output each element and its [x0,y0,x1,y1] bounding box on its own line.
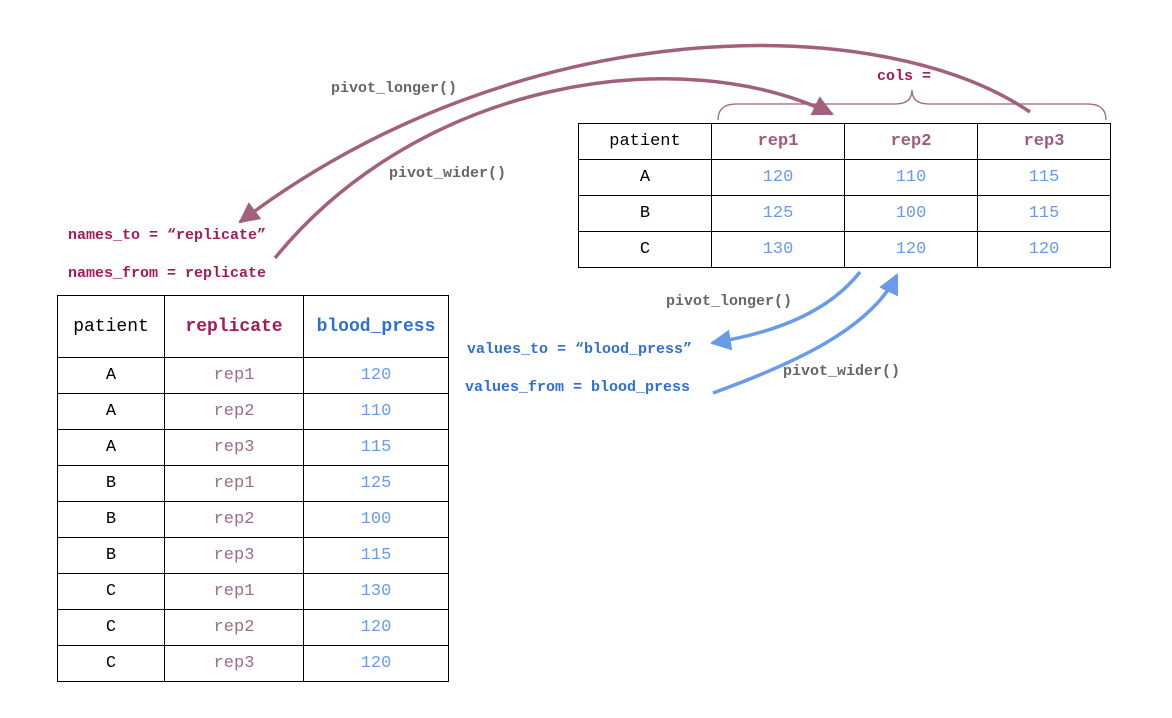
cell-patient: B [57,465,165,502]
cell-value: 115 [303,537,449,574]
pivot-longer-bottom-label: pivot_longer() [666,293,793,310]
pivot-longer-top-label: pivot_longer() [331,80,458,97]
cell-patient: A [57,429,165,466]
pivot-wider-top-label: pivot_wider() [389,165,507,182]
table-row: B rep2 100 [57,501,449,538]
values-to-label: values_to = “blood_press” [467,341,693,358]
table-row: C rep1 130 [57,573,449,610]
cell-value: 120 [844,231,978,268]
long-table: patient replicate blood_press A rep1 120… [57,295,449,682]
wide-header-rep3: rep3 [977,123,1111,160]
cols-brace [717,89,1107,121]
cell-patient: C [57,645,165,682]
cell-value: 120 [303,645,449,682]
cell-patient: B [57,537,165,574]
table-row: B 125 100 115 [578,195,1111,232]
cols-label: cols = [877,68,932,85]
cell-value: 100 [844,195,978,232]
table-row: C rep3 120 [57,645,449,682]
wide-header-rep1: rep1 [711,123,845,160]
table-row: A rep2 110 [57,393,449,430]
table-row: A 120 110 115 [578,159,1111,196]
cell-replicate: rep3 [164,645,304,682]
long-header-patient: patient [57,295,165,358]
cell-value: 115 [303,429,449,466]
pivot-longer-values-arrow [709,270,862,351]
cell-patient: A [57,357,165,394]
cell-value: 115 [977,195,1111,232]
pivot-longer-names-arrow [238,43,1031,224]
cell-replicate: rep1 [164,465,304,502]
cell-replicate: rep2 [164,609,304,646]
cell-patient: C [57,609,165,646]
cell-patient: B [578,195,712,232]
cell-replicate: rep3 [164,537,304,574]
cell-value: 110 [303,393,449,430]
pivot-wider-values-arrow [712,273,899,395]
names-to-label: names_to = “replicate” [68,227,267,244]
cell-value: 120 [303,357,449,394]
long-header-blood-press: blood_press [303,295,449,358]
cell-patient: C [578,231,712,268]
long-header-replicate: replicate [164,295,304,358]
cell-value: 120 [711,159,845,196]
cell-patient: C [57,573,165,610]
cell-value: 115 [977,159,1111,196]
cell-replicate: rep1 [164,573,304,610]
wide-header-rep2: rep2 [844,123,978,160]
cell-replicate: rep2 [164,393,304,430]
wide-table: patient rep1 rep2 rep3 A 120 110 115 B 1… [578,123,1111,268]
table-row: B rep3 115 [57,537,449,574]
table-row: C 130 120 120 [578,231,1111,268]
cell-patient: B [57,501,165,538]
wide-header-patient: patient [578,123,712,160]
cell-value: 110 [844,159,978,196]
values-from-label: values_from = blood_press [465,379,691,396]
wide-table-header-row: patient rep1 rep2 rep3 [578,123,1111,160]
pivot-wider-names-arrow [273,77,834,260]
cell-value: 130 [711,231,845,268]
table-row: C rep2 120 [57,609,449,646]
cell-value: 125 [711,195,845,232]
table-row: A rep1 120 [57,357,449,394]
cell-replicate: rep3 [164,429,304,466]
names-from-label: names_from = replicate [68,265,267,282]
table-row: B rep1 125 [57,465,449,502]
cell-value: 125 [303,465,449,502]
cell-patient: A [578,159,712,196]
table-row: A rep3 115 [57,429,449,466]
cell-patient: A [57,393,165,430]
cell-value: 120 [303,609,449,646]
cell-replicate: rep2 [164,501,304,538]
cell-value: 120 [977,231,1111,268]
cell-replicate: rep1 [164,357,304,394]
long-table-header-row: patient replicate blood_press [57,295,449,358]
cell-value: 100 [303,501,449,538]
pivot-wider-bottom-label: pivot_wider() [783,363,901,380]
cell-value: 130 [303,573,449,610]
